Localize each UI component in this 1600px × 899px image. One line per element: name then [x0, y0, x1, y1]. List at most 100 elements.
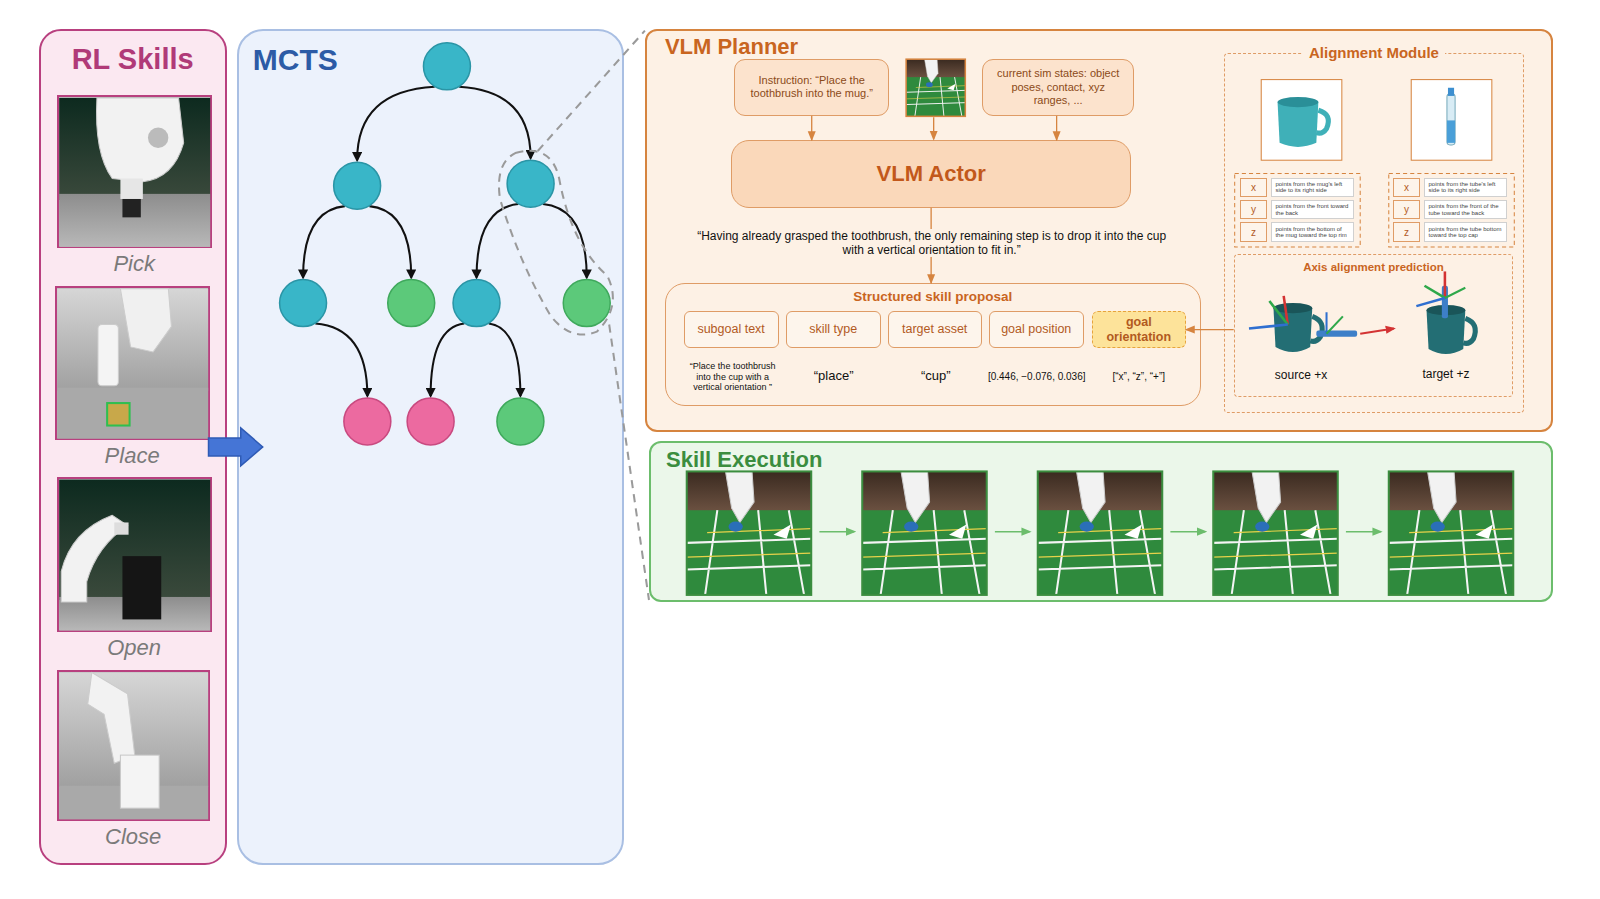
node-text: y [1251, 204, 1256, 215]
proposal-box: Structured skill proposal subgoal text ski… [665, 283, 1201, 405]
node-text: points from the tube bottom toward the t… [1428, 226, 1503, 239]
tree-edge [489, 323, 521, 395]
axis-description: points from the bottom of the mug toward… [1271, 222, 1354, 241]
sequence-arrow [1346, 531, 1381, 533]
axis-key: y [1240, 200, 1268, 219]
robot-joint [148, 128, 168, 148]
node-text: Pick [49, 251, 220, 277]
module-box: Alignment Modulexpoints from the mug's l… [1224, 53, 1524, 413]
tree-edge [543, 204, 587, 277]
connector-arrow [930, 208, 931, 284]
node-text: Structured skill proposal [666, 289, 1200, 304]
axis-description: points from the mug's left side to its r… [1271, 178, 1354, 197]
field-box: subgoal text [684, 311, 779, 348]
mug-body [1278, 102, 1319, 147]
target-box [107, 403, 129, 425]
node-text: goal orientation [1103, 315, 1175, 344]
axis-key: z [1240, 222, 1268, 241]
field-box: skill type [786, 311, 881, 348]
node-text: y [1404, 204, 1409, 215]
field-box: goal position [989, 311, 1084, 348]
connector-arrow [209, 428, 263, 466]
axis-arrow [1445, 288, 1465, 298]
axis-arrow [1444, 271, 1447, 298]
node-text: goal position [1001, 322, 1071, 336]
node-text: MCTS [253, 43, 338, 77]
skill-image-frame: Open [57, 477, 212, 632]
execution-frame [1213, 471, 1337, 594]
toothbrush-handle [1447, 94, 1455, 145]
node-text: current sim states: object poses, contac… [995, 67, 1121, 107]
sequence-arrow [1170, 531, 1205, 533]
tree-node [507, 160, 554, 207]
tree-edge [315, 323, 367, 395]
axis-key: x [1240, 178, 1268, 197]
toothbrush-grip [1447, 120, 1455, 142]
drawer-box [122, 556, 161, 619]
robot-arm [97, 98, 184, 182]
node-text: target asset [902, 322, 967, 336]
node-text: z [1404, 227, 1409, 238]
execution-frame [687, 471, 811, 594]
axis-arrow [1424, 286, 1444, 298]
photo-bg [59, 98, 210, 200]
robot-wrist [120, 179, 142, 199]
thumbnail-frame [906, 59, 965, 116]
node-text: RL Skills [41, 43, 225, 76]
mug-rim [1278, 97, 1319, 107]
skills-panel: RL SkillsPickPlaceOpenClose [39, 29, 227, 866]
axis-key: z [1393, 222, 1421, 241]
robot-arm [88, 672, 135, 763]
skill-image-frame: Place [55, 286, 210, 440]
node-text: points from the bottom of the mug toward… [1275, 226, 1350, 239]
tree-edge [303, 206, 345, 277]
mug-body [1427, 310, 1466, 354]
tree-node [563, 280, 610, 327]
skill-image-frame: Pick [57, 95, 212, 248]
input-arrow [933, 117, 934, 138]
planner-panel: VLM PlannerInstruction: “Place the tooth… [645, 29, 1553, 432]
node-text: VLM Planner [665, 34, 798, 60]
photo-bg [57, 289, 208, 391]
tree-node [453, 280, 500, 327]
tree-node [344, 398, 391, 445]
axis-table-frame [1389, 173, 1515, 246]
input-box: current sim states: object poses, contac… [982, 59, 1134, 116]
execution-panel: Skill Execution [649, 441, 1553, 602]
mug-rim [1427, 305, 1466, 315]
scene-thumbnail [906, 59, 965, 116]
image-frame [1261, 80, 1342, 161]
axis-arrow [1416, 298, 1445, 306]
execution-frame [1038, 471, 1162, 594]
axis-arrow [1326, 312, 1328, 333]
axis-description: points from the front toward the back [1271, 200, 1354, 219]
node-text: points from the tube's left side to its … [1428, 181, 1503, 194]
photo-table [59, 194, 210, 247]
field-box: goal orientation [1092, 311, 1186, 348]
node-text: z [1251, 227, 1256, 238]
mug-handle [1310, 316, 1322, 341]
mug-handle [1316, 110, 1328, 133]
connector-arrow [1056, 116, 1057, 140]
node-text: subgoal text [697, 322, 764, 336]
field-box: target asset [888, 311, 982, 348]
axis-description: points from the tube bottom toward the t… [1424, 222, 1507, 241]
tree-node [388, 280, 435, 327]
input-box: Instruction: “Place the toothbrush into … [734, 59, 889, 116]
mug-rim [1273, 303, 1312, 313]
node-text: Axis alignment prediction [1235, 261, 1513, 273]
robot-arm [61, 515, 127, 602]
axis-key: y [1393, 200, 1421, 219]
robot-arm [120, 289, 171, 352]
photo-table [57, 388, 208, 439]
toothbrush [1316, 331, 1357, 337]
image-frame [1411, 80, 1492, 161]
photo-border [1213, 471, 1337, 594]
axis-arrow [1327, 316, 1343, 333]
node-text: Instruction: “Place the toothbrush into … [747, 74, 876, 100]
node-text: Alignment Module [1303, 44, 1445, 61]
node-text: points from the front of the tube toward… [1428, 203, 1503, 216]
connector-arrow [1186, 329, 1234, 330]
mcts-panel: MCTS [237, 29, 625, 866]
photo-border [687, 471, 811, 594]
